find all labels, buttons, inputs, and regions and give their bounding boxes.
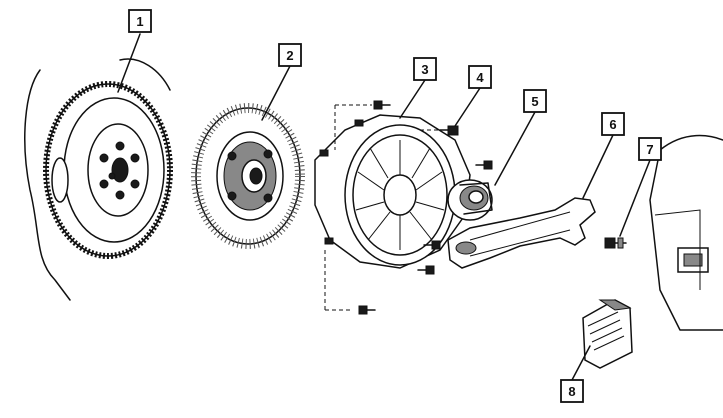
callout-3: 3 bbox=[413, 57, 437, 81]
callout-8-text: 8 bbox=[568, 384, 575, 399]
transmission-housing bbox=[649, 134, 723, 331]
callout-2-text: 2 bbox=[286, 48, 293, 63]
leader-lines bbox=[117, 33, 651, 381]
callout-4: 4 bbox=[468, 65, 492, 89]
release-fork bbox=[447, 197, 596, 269]
callout-4-text: 4 bbox=[476, 70, 484, 85]
clutch-disc bbox=[191, 103, 305, 249]
callout-5: 5 bbox=[523, 89, 547, 113]
callout-7-text: 7 bbox=[646, 142, 653, 157]
pressure-plate bbox=[314, 114, 471, 269]
mounting-bolts bbox=[358, 100, 493, 315]
pivot-stud bbox=[604, 237, 627, 249]
callout-7: 7 bbox=[638, 137, 662, 161]
callout-2: 2 bbox=[278, 43, 302, 67]
callout-3-text: 3 bbox=[421, 62, 428, 77]
callout-5-text: 5 bbox=[531, 94, 538, 109]
dust-boot bbox=[582, 299, 633, 369]
callout-6-text: 6 bbox=[609, 117, 616, 132]
callout-1: 1 bbox=[128, 9, 152, 33]
bolt-part-4 bbox=[439, 125, 459, 136]
callout-6: 6 bbox=[601, 112, 625, 136]
flywheel bbox=[43, 81, 173, 259]
callout-1-text: 1 bbox=[136, 14, 143, 29]
callout-8: 8 bbox=[560, 379, 584, 403]
engine-block-outline bbox=[24, 58, 171, 301]
release-bearing bbox=[447, 179, 493, 221]
